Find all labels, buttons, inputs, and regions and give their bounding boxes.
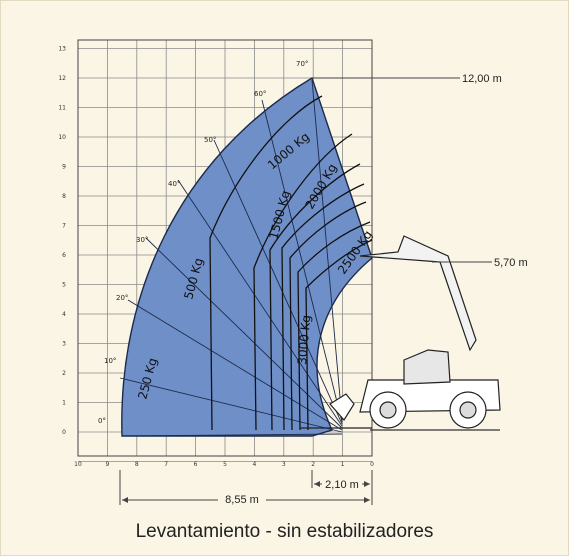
y-tick-label: 11 — [58, 105, 66, 112]
x-tick-label: 5 — [223, 461, 227, 468]
y-tick-label: 7 — [62, 223, 66, 230]
y-tick-label: 3 — [62, 341, 66, 348]
angle-label: 50° — [204, 136, 216, 144]
rear-hub — [459, 401, 477, 419]
x-tick-label: 2 — [311, 461, 315, 468]
x-tick-label: 10 — [74, 461, 82, 468]
angle-ray — [177, 179, 343, 427]
load-curve — [305, 239, 373, 431]
fork-carriage — [329, 393, 355, 422]
angle-label: 70° — [296, 60, 308, 68]
x-tick-label: 6 — [194, 461, 198, 468]
angle-ray — [311, 79, 343, 421]
x-tick-label: 1 — [341, 461, 345, 468]
load-curve — [297, 221, 371, 431]
angle-label: 20° — [116, 294, 128, 302]
angle-ray — [119, 377, 343, 433]
load-zone-label: 3000 Kg — [295, 314, 313, 365]
y-tick-label: 6 — [62, 252, 66, 259]
dim-label-bg-front — [322, 477, 362, 491]
y-tick-label: 0 — [62, 429, 66, 436]
y-tick-label: 4 — [62, 311, 66, 318]
load-curves — [209, 95, 373, 431]
y-tick-label: 9 — [62, 164, 66, 171]
telehandler — [300, 235, 501, 431]
angle-ray — [261, 99, 343, 423]
arrow-front-left — [314, 481, 320, 487]
angle-label: 30° — [136, 236, 148, 244]
x-tick-label: 9 — [105, 461, 109, 468]
x-tick-label: 7 — [164, 461, 168, 468]
dim-label-bg — [218, 492, 266, 506]
load-curve — [281, 183, 365, 431]
x-tick-label: 0 — [370, 461, 374, 468]
dimension-reach: 8,55 m — [225, 494, 259, 506]
y-tick-label: 12 — [58, 75, 66, 82]
angle-label: 40° — [168, 180, 180, 188]
callout-height-forward: 5,70 m — [494, 257, 528, 269]
angle-label: 0° — [98, 417, 106, 425]
angle-label: 60° — [254, 90, 266, 98]
grid-border — [77, 39, 373, 457]
x-tick-label: 3 — [282, 461, 286, 468]
angle-ray — [121, 433, 343, 437]
callout-height-max: 12,00 m — [462, 73, 502, 85]
working-envelope — [121, 76, 373, 437]
load-curve — [289, 201, 367, 431]
cab — [403, 349, 451, 385]
y-tick-label: 5 — [62, 282, 66, 289]
load-curve — [209, 95, 323, 431]
y-tick-label: 8 — [62, 193, 66, 200]
angle-label: 10° — [104, 357, 116, 365]
y-tick-label: 1 — [62, 400, 66, 407]
x-tick-label: 4 — [252, 461, 256, 468]
angle-rays — [119, 79, 343, 437]
angle-ray — [145, 237, 343, 429]
arrow-right — [364, 497, 370, 503]
arrow-left — [122, 497, 128, 503]
telescopic-boom — [359, 235, 477, 352]
arrow-front-right — [364, 481, 370, 487]
diagram-caption: Levantamiento - sin estabilizadores — [135, 521, 434, 542]
x-tick-label: 8 — [135, 461, 139, 468]
y-tick-label: 2 — [62, 370, 66, 377]
angle-ray — [127, 299, 343, 431]
y-tick-label: 10 — [58, 134, 66, 141]
dimension-front-offset: 2,10 m — [325, 479, 359, 491]
front-hub — [379, 401, 397, 419]
load-curve — [269, 163, 361, 431]
load-curve — [253, 133, 353, 431]
y-tick-label: 13 — [58, 46, 66, 53]
